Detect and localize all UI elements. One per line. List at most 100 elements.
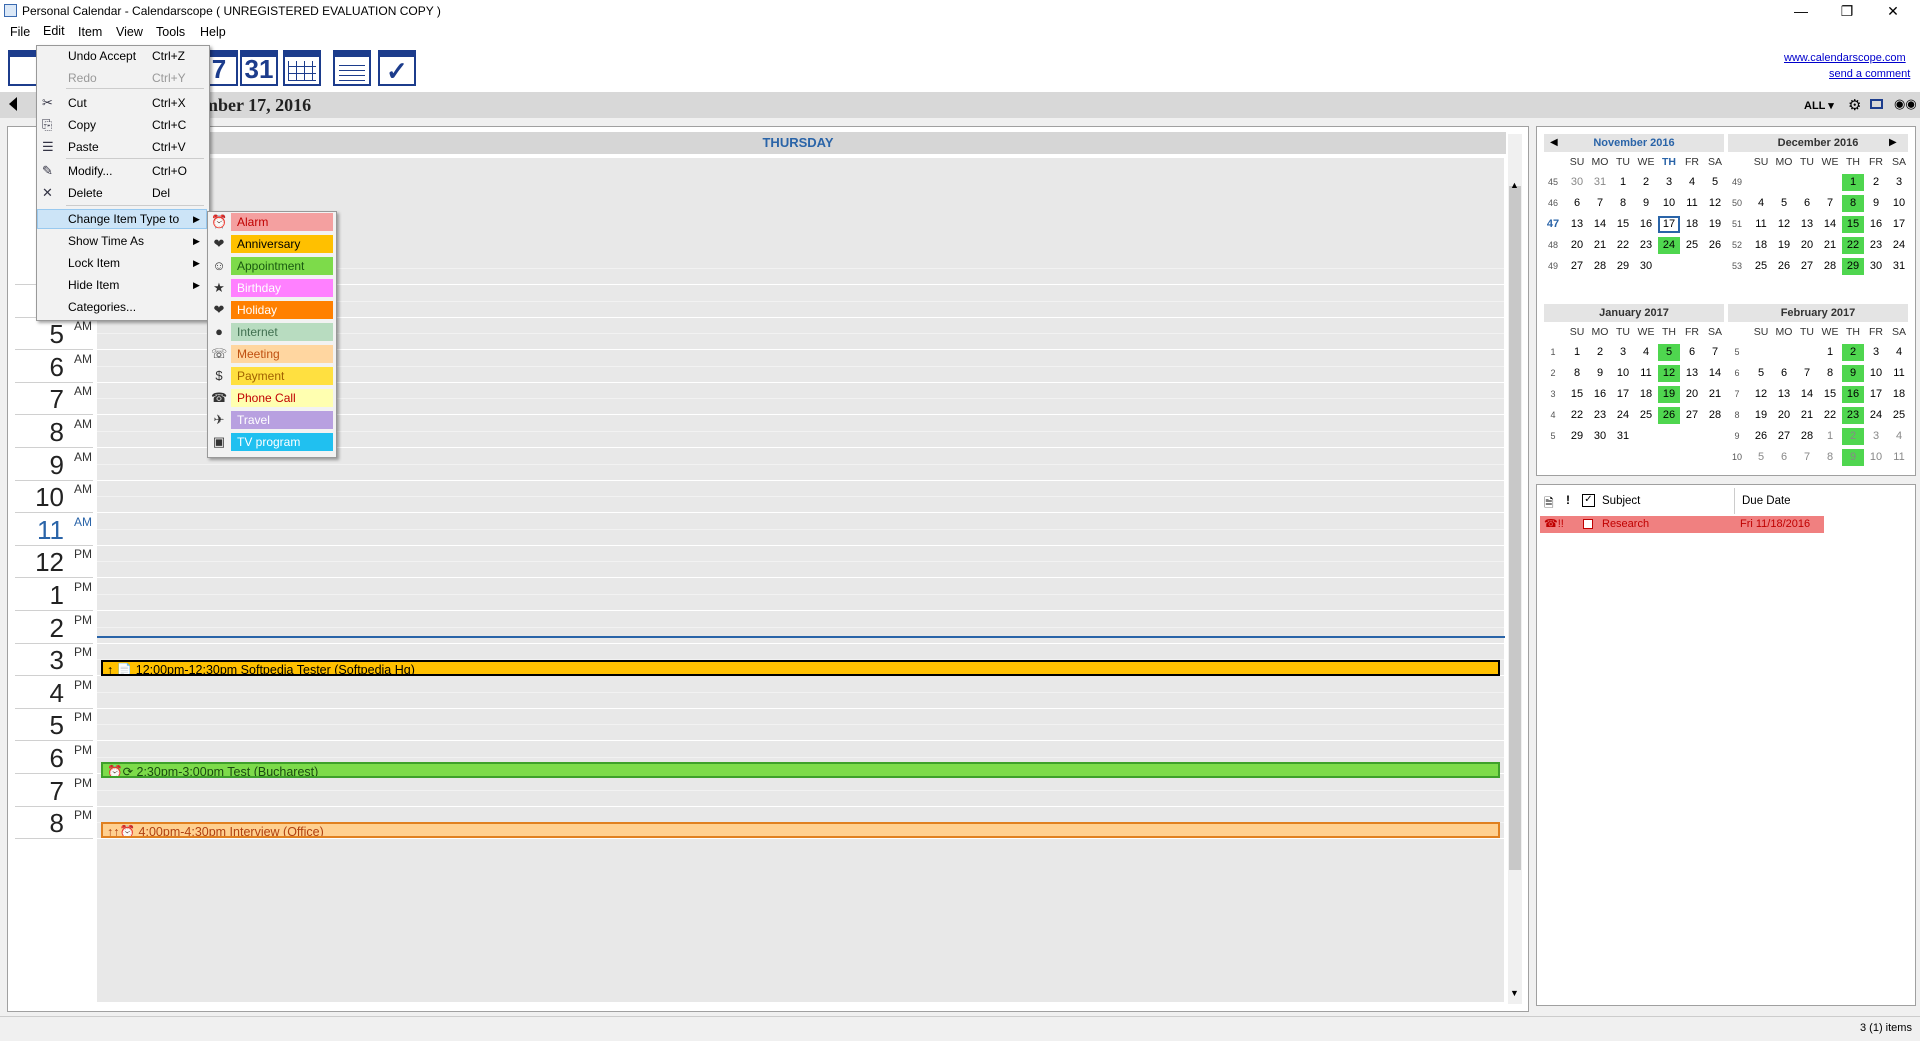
calendar-day[interactable]: 2 (1842, 428, 1864, 445)
calendar-day[interactable]: 9 (1842, 365, 1864, 382)
calendar-day[interactable]: 30 (1593, 430, 1607, 442)
item-type-travel[interactable]: Travel (231, 411, 333, 429)
calendar-day[interactable]: 22 (1823, 409, 1837, 421)
calendar-day[interactable]: 22 (1616, 239, 1630, 251)
calendar-day[interactable]: 5 (1658, 344, 1680, 361)
calendar-day[interactable]: 20 (1570, 239, 1584, 251)
calendar-day[interactable]: 6 (1688, 346, 1696, 358)
calendar-day[interactable]: 19 (1777, 239, 1791, 251)
next-month-icon[interactable]: ▶ (1889, 137, 1897, 148)
calendar-day[interactable]: 2 (1842, 344, 1864, 361)
calendar-day[interactable]: 19 (1708, 218, 1722, 230)
calendar-day[interactable]: 18 (1892, 388, 1906, 400)
calendar-day[interactable]: 16 (1869, 218, 1883, 230)
website-link[interactable]: www.calendarscope.com (1784, 52, 1906, 64)
calendar-day[interactable]: 12 (1777, 218, 1791, 230)
calendar-day[interactable]: 10 (1662, 197, 1676, 209)
calendar-day[interactable]: 26 (1754, 430, 1768, 442)
calendar-day[interactable]: 6 (1780, 451, 1788, 463)
calendar-day[interactable]: 18 (1754, 239, 1768, 251)
calendar-day[interactable]: 12 (1708, 197, 1722, 209)
calendar-day[interactable]: 16 (1639, 218, 1653, 230)
calendar-day[interactable]: 20 (1800, 239, 1814, 251)
calendar-day[interactable]: 17 (1892, 218, 1906, 230)
calendar-day[interactable]: 26 (1658, 407, 1680, 424)
calendar-day[interactable]: 27 (1800, 260, 1814, 272)
binoculars-icon[interactable]: ◉◉ (1894, 96, 1917, 111)
minimize-icon[interactable]: — (1794, 3, 1808, 19)
calendar-day[interactable]: 7 (1596, 197, 1604, 209)
item-type-anniversary[interactable]: Anniversary (231, 235, 333, 253)
calendar-day[interactable]: 14 (1823, 218, 1837, 230)
column-due-date[interactable]: Due Date (1742, 495, 1791, 507)
calendar-day[interactable]: 28 (1823, 260, 1837, 272)
tasks-view-icon[interactable]: ✓ (378, 50, 416, 86)
item-type-meeting[interactable]: Meeting (231, 345, 333, 363)
day-view-icon[interactable] (8, 50, 38, 86)
calendar-day[interactable]: 29 (1570, 430, 1584, 442)
calendar-day[interactable]: 21 (1800, 409, 1814, 421)
list-view-icon[interactable] (333, 50, 371, 86)
calendar-day[interactable]: 13 (1800, 218, 1814, 230)
calendar-day[interactable]: 3 (1872, 346, 1880, 358)
calendar-day[interactable]: 8 (1826, 451, 1834, 463)
scroll-up-icon[interactable]: ▲ (1510, 180, 1519, 190)
calendar-day[interactable]: 2 (1642, 176, 1650, 188)
send-comment-link[interactable]: send a comment (1829, 68, 1911, 80)
task-row[interactable] (1540, 516, 1824, 533)
calendar-day[interactable]: 8 (1826, 367, 1834, 379)
menu-item-categories[interactable]: Categories... (68, 300, 137, 314)
calendar-day[interactable]: 2 (1872, 176, 1880, 188)
calendar-day[interactable]: 24 (1616, 409, 1630, 421)
menu-edit[interactable]: Edit (43, 24, 65, 38)
calendar-day[interactable]: 20 (1777, 409, 1791, 421)
calendar-day[interactable]: 3 (1895, 176, 1903, 188)
calendar-day[interactable]: 26 (1777, 260, 1791, 272)
calendar-day[interactable]: 9 (1596, 367, 1604, 379)
calendar-day[interactable]: 5 (1711, 176, 1719, 188)
calendar-day[interactable]: 9 (1842, 449, 1864, 466)
calendar-icon[interactable] (1870, 99, 1883, 109)
event-item[interactable]: ↑ 📄 12:00pm-12:30pm Softpedia Tester (So… (101, 660, 1500, 676)
calendar-day[interactable]: 29 (1616, 260, 1630, 272)
calendar-day[interactable]: 9 (1872, 197, 1880, 209)
item-type-internet[interactable]: Internet (231, 323, 333, 341)
calendar-day[interactable]: 18 (1639, 388, 1653, 400)
menu-item-lock-item[interactable]: Lock Item (68, 256, 121, 270)
previous-day-icon[interactable] (9, 97, 17, 111)
calendar-day[interactable]: 1 (1826, 430, 1834, 442)
calendar-day[interactable]: 12 (1754, 388, 1768, 400)
calendar-day[interactable]: 1 (1619, 176, 1627, 188)
calendar-day[interactable]: 8 (1619, 197, 1627, 209)
calendar-day[interactable]: 22 (1570, 409, 1584, 421)
menu-help[interactable]: Help (200, 25, 226, 39)
calendar-day[interactable]: 16 (1842, 386, 1864, 403)
menu-item-copy[interactable]: Copy (68, 118, 97, 132)
calendar-day[interactable]: 1 (1826, 346, 1834, 358)
calendar-day[interactable]: 24 (1869, 409, 1883, 421)
calendar-day[interactable]: 17 (1869, 388, 1883, 400)
calendar-day[interactable]: 10 (1869, 451, 1883, 463)
calendar-day[interactable]: 29 (1842, 258, 1864, 275)
calendar-day[interactable]: 19 (1658, 386, 1680, 403)
calendar-day[interactable]: 5 (1757, 451, 1765, 463)
calendar-day[interactable]: 26 (1708, 239, 1722, 251)
calendar-day[interactable]: 3 (1872, 430, 1880, 442)
calendar-day[interactable]: 15 (1842, 216, 1864, 233)
calendar-day[interactable]: 9 (1642, 197, 1650, 209)
calendar-day[interactable]: 1 (1842, 174, 1864, 191)
calendar-day[interactable]: 27 (1777, 430, 1791, 442)
calendar-day[interactable]: 23 (1842, 407, 1864, 424)
calendar-day[interactable]: 28 (1800, 430, 1814, 442)
calendar-day[interactable]: 6 (1573, 197, 1581, 209)
calendar-day[interactable]: 30 (1869, 260, 1883, 272)
calendar-day[interactable]: 3 (1619, 346, 1627, 358)
settings-gear-icon[interactable]: ⚙ (1848, 97, 1862, 114)
calendar-day[interactable]: 7 (1826, 197, 1834, 209)
calendar-day[interactable]: 17 (1616, 388, 1630, 400)
calendar-day[interactable]: 19 (1754, 409, 1768, 421)
calendar-day[interactable]: 23 (1639, 239, 1653, 251)
calendar-day[interactable]: 14 (1593, 218, 1607, 230)
calendar-day[interactable]: 24 (1892, 239, 1906, 251)
calendar-day[interactable]: 6 (1780, 367, 1788, 379)
